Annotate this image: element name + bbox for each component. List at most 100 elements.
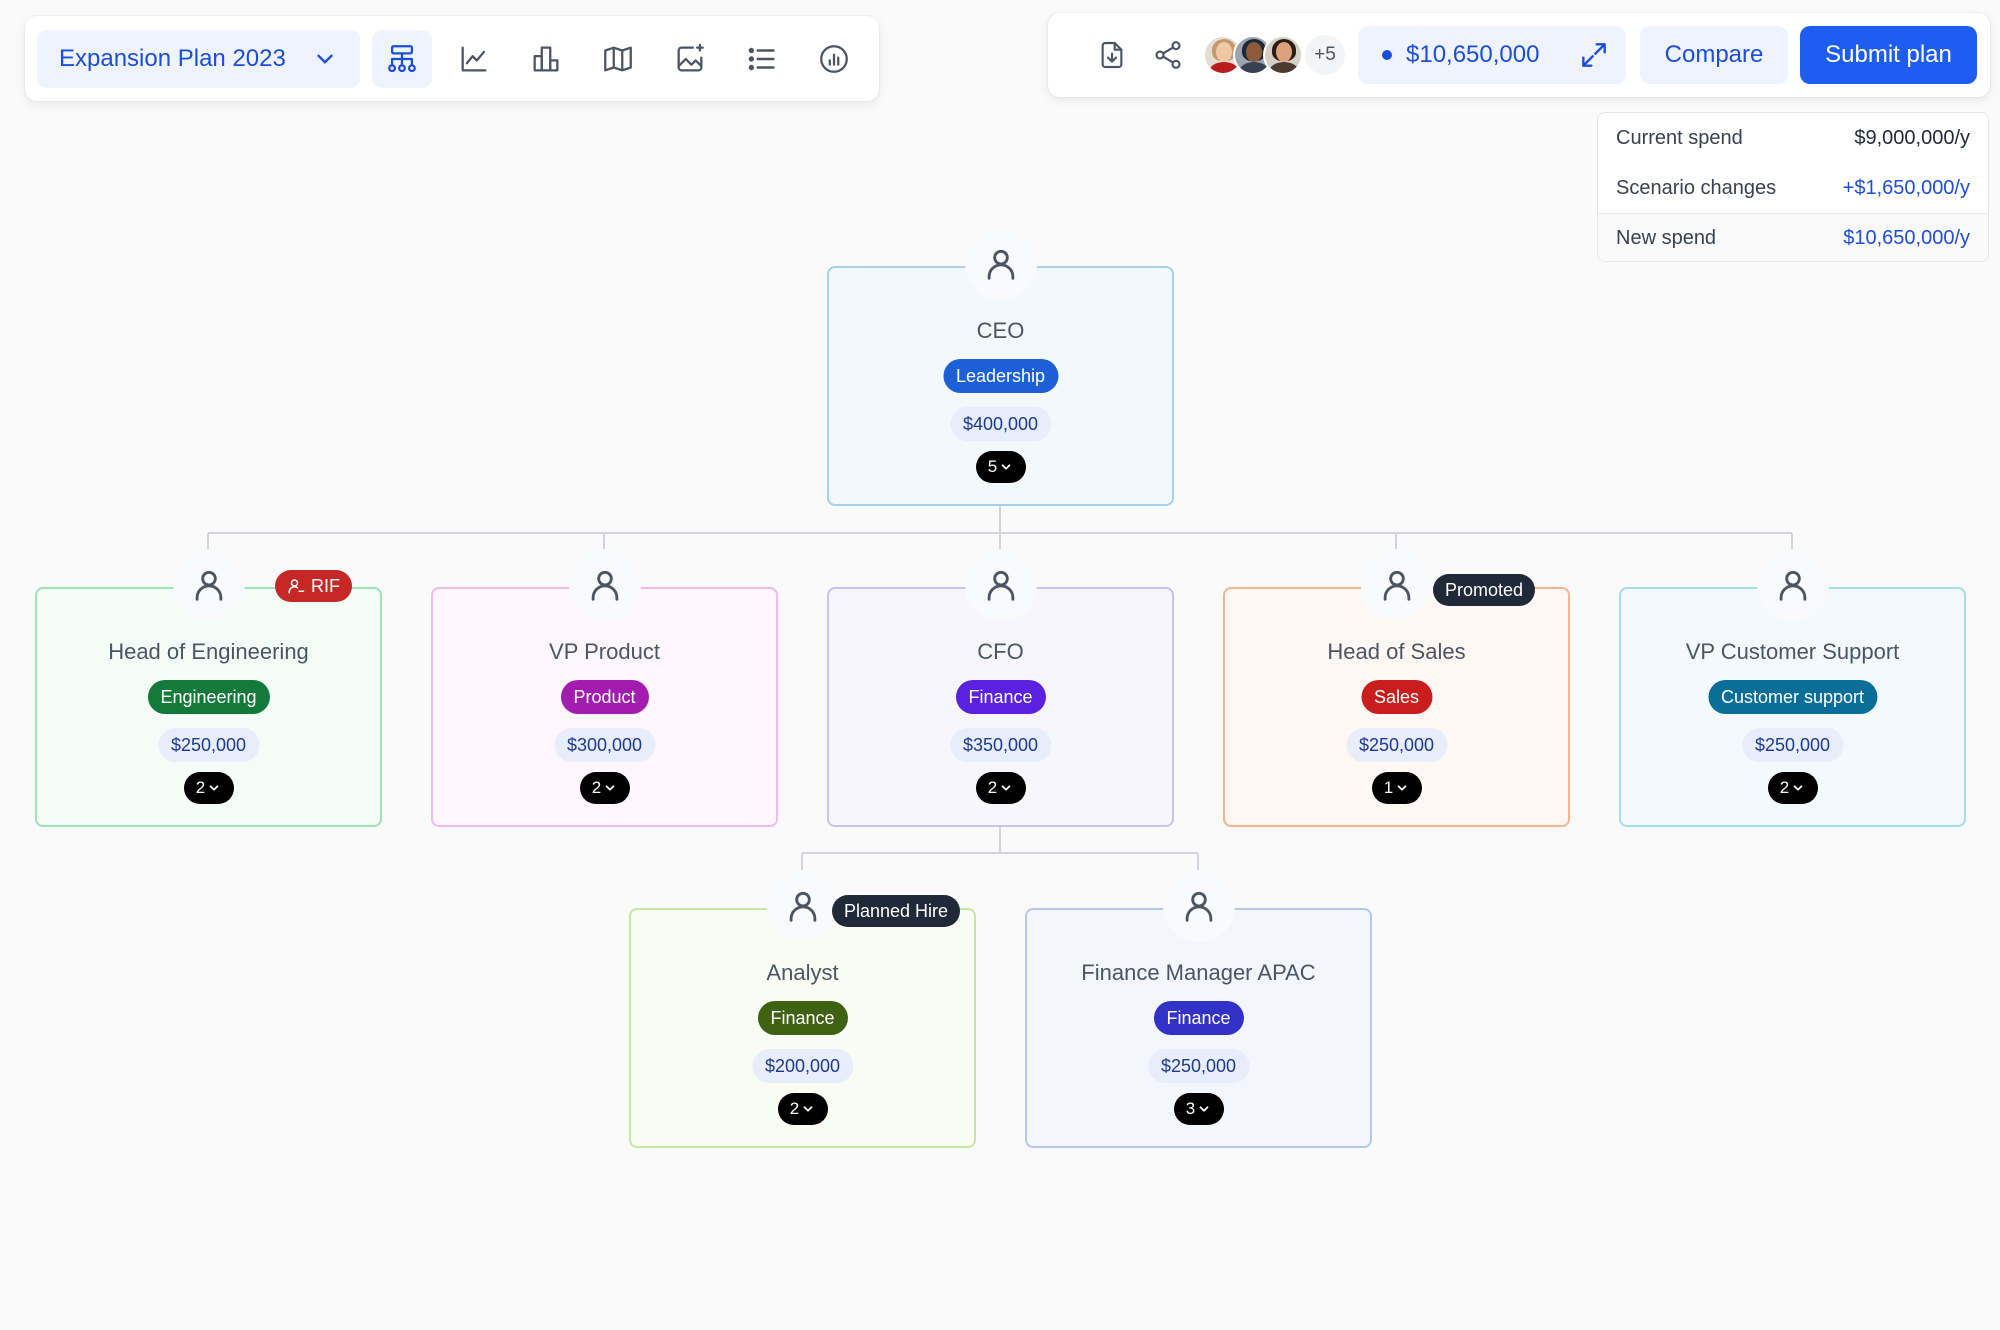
status-badge-planned-hire: Planned Hire bbox=[832, 895, 961, 927]
person-avatar bbox=[1757, 549, 1829, 621]
avatar[interactable] bbox=[1263, 35, 1303, 75]
view-toolbar: Expansion Plan 2023 bbox=[25, 16, 879, 101]
map-view-icon bbox=[604, 46, 632, 71]
reports-toggle[interactable]: 1 bbox=[1371, 772, 1422, 804]
more-collaborators-count[interactable]: +5 bbox=[1305, 35, 1345, 75]
salary-pill: $250,000 bbox=[1147, 1049, 1250, 1083]
reports-count: 2 bbox=[195, 778, 206, 797]
reports-count: 2 bbox=[1779, 778, 1790, 797]
reports-toggle[interactable]: 2 bbox=[183, 772, 234, 804]
department-badge: Leadership bbox=[942, 359, 1059, 393]
current-spend-row: Current spend $9,000,000/y bbox=[1598, 113, 1988, 163]
bar-chart-view-button[interactable] bbox=[516, 30, 576, 88]
plan-selector[interactable]: Expansion Plan 2023 bbox=[37, 29, 360, 88]
line-chart-view-button[interactable] bbox=[444, 30, 504, 88]
reports-count: 2 bbox=[987, 778, 998, 797]
org-card-vp-customer-support[interactable]: VP Customer Support Customer support $25… bbox=[1619, 549, 1966, 827]
reports-toggle[interactable]: 2 bbox=[975, 772, 1026, 804]
person-remove-icon bbox=[288, 579, 305, 594]
scenario-changes-label: Scenario changes bbox=[1616, 176, 1777, 199]
org-card-finance-manager-apac[interactable]: Finance Manager APAC Finance $250,000 3 bbox=[1025, 870, 1372, 1148]
reports-toggle[interactable]: 2 bbox=[777, 1093, 828, 1125]
gauge-chart-view-button[interactable] bbox=[804, 30, 864, 88]
reports-toggle[interactable]: 5 bbox=[975, 451, 1026, 483]
department-badge: Sales bbox=[1360, 680, 1433, 714]
plan-selector-label: Expansion Plan 2023 bbox=[59, 44, 286, 72]
share-icon bbox=[1155, 41, 1181, 69]
org-chart-view-button[interactable] bbox=[372, 29, 432, 88]
org-card-analyst[interactable]: Planned Hire Analyst Finance $200,000 2 bbox=[629, 870, 976, 1148]
reports-count: 2 bbox=[789, 1099, 800, 1118]
person-avatar bbox=[767, 870, 839, 942]
role-title: VP Product bbox=[549, 639, 660, 664]
scenario-changes-row: Scenario changes +$1,650,000/y bbox=[1598, 163, 1988, 213]
person-icon bbox=[195, 570, 223, 601]
chevron-down-icon bbox=[209, 785, 219, 791]
person-avatar bbox=[569, 549, 641, 621]
department-badge: Finance bbox=[757, 1001, 848, 1035]
spend-summary: Current spend $9,000,000/y Scenario chan… bbox=[1597, 112, 1989, 262]
salary-pill: $350,000 bbox=[949, 728, 1052, 762]
sparkle-image-view-button[interactable] bbox=[660, 30, 720, 88]
new-spend-row: New spend $10,650,000/y bbox=[1598, 213, 1988, 261]
org-card-ceo[interactable]: CEO Leadership $400,000 5 bbox=[827, 228, 1174, 506]
line-chart-view-icon bbox=[461, 46, 487, 71]
role-title: Analyst bbox=[766, 960, 839, 985]
map-view-button[interactable] bbox=[588, 30, 648, 88]
person-icon bbox=[789, 891, 817, 922]
download-file-icon bbox=[1101, 41, 1123, 69]
status-badge-label: RIF bbox=[311, 575, 340, 596]
gauge-chart-view-icon bbox=[820, 44, 848, 73]
avatar[interactable] bbox=[1233, 35, 1273, 75]
role-title: CFO bbox=[977, 639, 1024, 664]
person-icon bbox=[591, 570, 619, 601]
compare-button[interactable]: Compare bbox=[1640, 26, 1788, 84]
current-spend-label: Current spend bbox=[1616, 126, 1743, 149]
new-spend-value: $10,650,000/y bbox=[1843, 227, 1970, 249]
person-icon bbox=[1779, 570, 1807, 601]
salary-pill: $300,000 bbox=[553, 728, 656, 762]
list-view-button[interactable] bbox=[732, 30, 792, 88]
salary-pill: $200,000 bbox=[751, 1049, 854, 1083]
collaborators[interactable]: +5 bbox=[1203, 35, 1345, 75]
reports-toggle[interactable]: 2 bbox=[579, 772, 630, 804]
person-icon bbox=[987, 570, 1015, 601]
reports-count: 2 bbox=[591, 778, 602, 797]
download-button[interactable] bbox=[1090, 33, 1134, 77]
person-avatar bbox=[173, 549, 245, 621]
bar-chart-view-icon bbox=[533, 46, 559, 71]
org-card-head-of-engineering[interactable]: RIF Head of Engineering Engineering $250… bbox=[35, 549, 382, 827]
expand-button[interactable] bbox=[1572, 33, 1616, 77]
org-card-vp-product[interactable]: VP Product Product $300,000 2 bbox=[431, 549, 778, 827]
department-badge: Customer support bbox=[1707, 680, 1878, 714]
role-title: CEO bbox=[976, 318, 1025, 343]
share-button[interactable] bbox=[1146, 33, 1190, 77]
person-icon bbox=[987, 249, 1015, 280]
chevron-down-icon bbox=[1397, 785, 1407, 791]
role-title: Head of Engineering bbox=[108, 639, 309, 664]
reports-count: 1 bbox=[1383, 778, 1394, 797]
org-card-head-of-sales[interactable]: Promoted Head of Sales Sales $250,000 1 bbox=[1223, 549, 1570, 827]
salary-pill: $250,000 bbox=[1345, 728, 1448, 762]
chevron-down-icon bbox=[1001, 464, 1011, 470]
person-icon bbox=[1383, 570, 1411, 601]
person-icon bbox=[1185, 891, 1213, 922]
person-avatar bbox=[1361, 549, 1433, 621]
salary-pill: $250,000 bbox=[157, 728, 260, 762]
salary-pill: $400,000 bbox=[949, 407, 1052, 441]
reports-count: 5 bbox=[987, 457, 998, 476]
chevron-down-icon bbox=[605, 785, 615, 791]
submit-plan-button[interactable]: Submit plan bbox=[1800, 26, 1977, 84]
status-badge-rif: RIF bbox=[275, 570, 352, 602]
chevron-down-icon bbox=[1793, 785, 1803, 791]
reports-toggle[interactable]: 2 bbox=[1767, 772, 1818, 804]
reports-count: 3 bbox=[1185, 1099, 1196, 1118]
chevron-down-icon bbox=[1199, 1106, 1209, 1112]
org-card-cfo[interactable]: CFO Finance $350,000 2 bbox=[827, 549, 1174, 827]
list-view-icon bbox=[748, 47, 775, 70]
chevron-down-icon bbox=[317, 54, 333, 63]
total-cost-amount: $10,650,000 bbox=[1406, 41, 1540, 68]
reports-toggle[interactable]: 3 bbox=[1173, 1093, 1224, 1125]
sparkle-image-view-icon bbox=[677, 43, 704, 71]
role-title: Finance Manager APAC bbox=[1081, 960, 1316, 985]
